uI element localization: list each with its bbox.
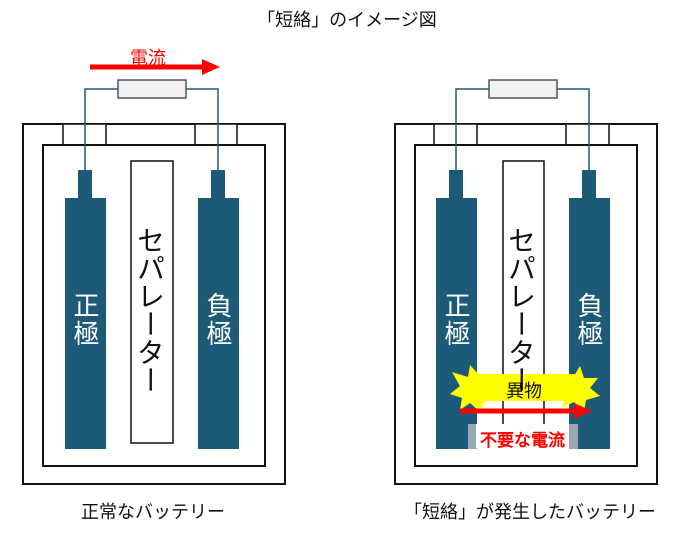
resistor — [488, 79, 558, 99]
negative-label: 負極 — [202, 292, 232, 348]
normal-battery — [22, 59, 286, 485]
current-arrow-head — [202, 59, 220, 75]
foreign-object — [470, 374, 578, 401]
wire-right — [186, 88, 219, 170]
terminal-box-right — [194, 123, 238, 146]
battery-case-outer — [22, 123, 286, 485]
positive-label: 正極 — [69, 292, 99, 348]
contact-strip-left — [468, 424, 477, 449]
battery-case-outer — [394, 123, 658, 485]
resistor — [117, 79, 187, 99]
positive-electrode — [436, 198, 477, 449]
negative-tab — [211, 170, 225, 200]
wire-left — [455, 88, 489, 170]
page-title: 「短絡」のイメージ図 — [257, 10, 437, 31]
positive-tab — [449, 170, 463, 200]
current-label: 電流 — [130, 48, 166, 69]
bad-current-label: 不要な電流 — [480, 431, 565, 451]
wire-left — [84, 88, 118, 170]
negative-tab — [582, 170, 596, 200]
shorted-battery-caption: 「短絡」が発生したバッテリー — [404, 502, 656, 523]
foreign-object-label: 異物 — [506, 381, 542, 402]
terminal-box-right — [565, 123, 610, 146]
bad-current-arrow-head — [574, 403, 592, 419]
separator — [130, 160, 174, 444]
separator-label: セパレーター — [504, 226, 537, 394]
negative-electrode — [198, 198, 239, 449]
battery-case-inner — [414, 144, 638, 467]
contact-strip-right — [569, 424, 578, 449]
positive-label: 正極 — [440, 292, 470, 348]
negative-label: 負極 — [573, 292, 603, 348]
shorted-battery — [394, 79, 658, 485]
normal-battery-caption: 正常なバッテリー — [81, 502, 225, 523]
battery-case-inner — [42, 144, 266, 467]
positive-tab — [78, 170, 92, 200]
separator-label: セパレーター — [133, 226, 166, 394]
positive-electrode — [65, 198, 106, 449]
wire-right — [557, 88, 590, 170]
